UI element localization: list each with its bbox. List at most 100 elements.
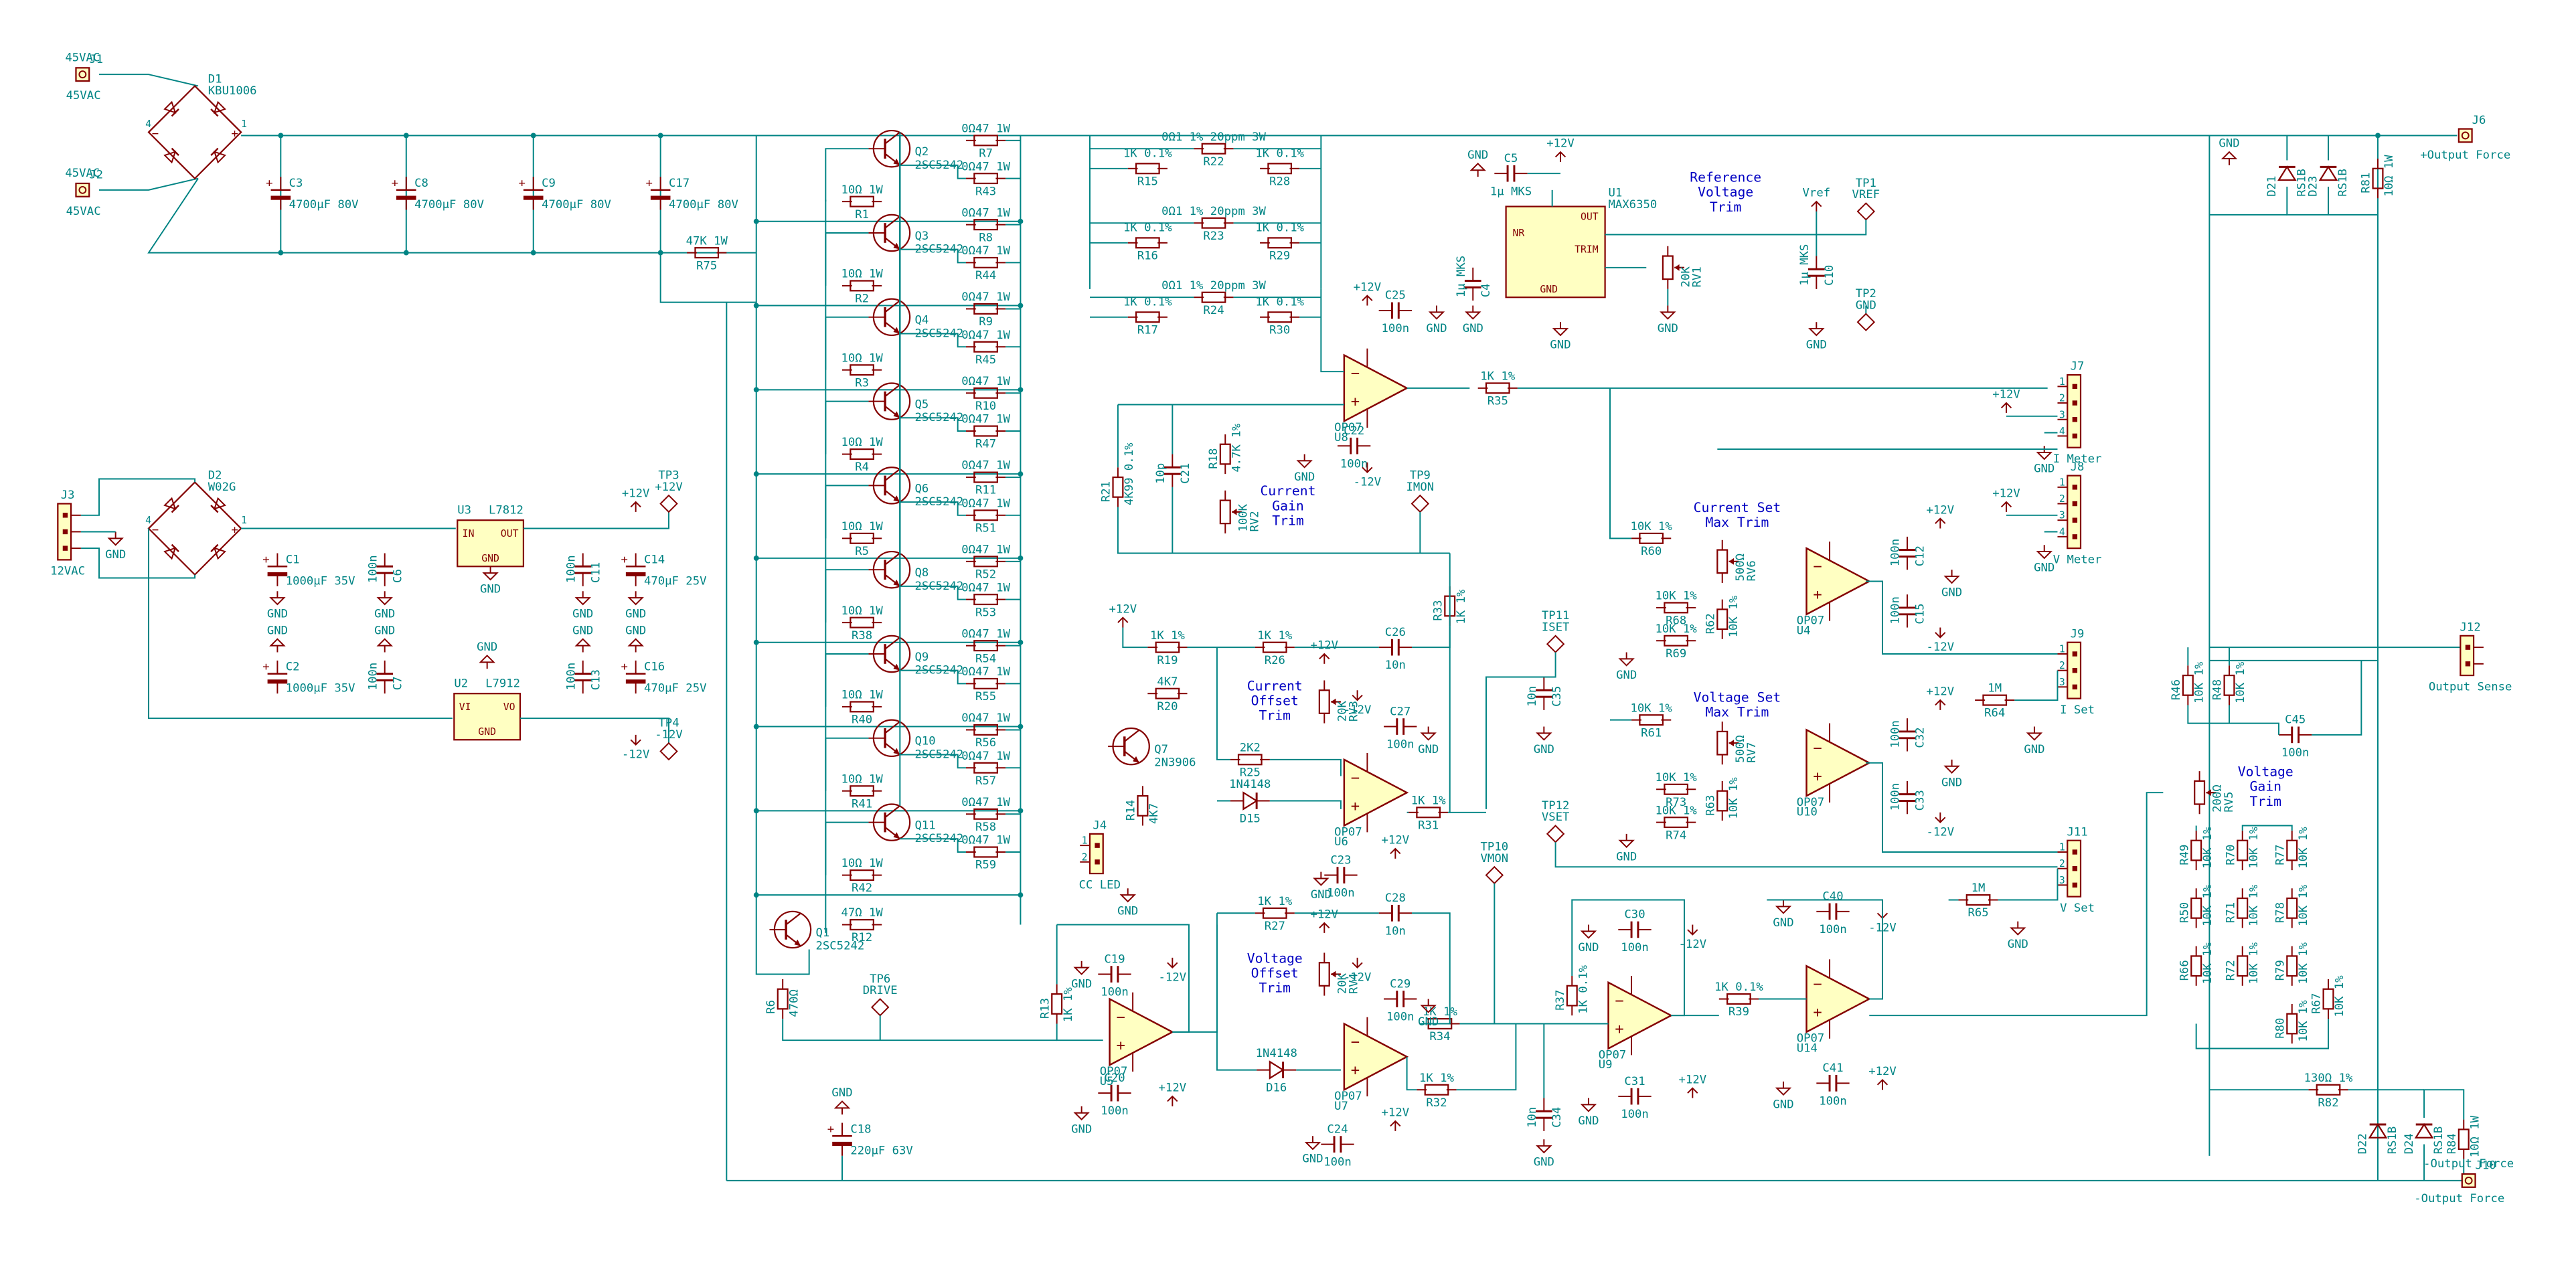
resistor-value: 1K 0.1% [1255,222,1304,235]
resistor-value: 1K 0.1% [1714,981,1763,994]
inverting-input: − [1351,1033,1360,1051]
power-label: +12V [1679,1073,1707,1086]
testpoint-tp3: TP3+12V [655,469,683,513]
resistor-ref: R40 [852,713,872,727]
resistor-r26: 1K 1%R26 [1255,629,1295,667]
resistor-r74: 10K 1%R74 [1656,804,1698,842]
resistor-value: 47Ω 1W [841,906,883,920]
testpoint-value: VSET [1542,811,1570,824]
resistor-ref: R84 [2445,1133,2459,1154]
resistor-ref: R74 [1666,829,1686,842]
resistor-ref: R51 [975,521,996,535]
ground-label: GND [1773,916,1793,930]
resistor-value: 0Ω47 1W [961,543,1010,557]
opamp-value: OP07 [1100,1065,1128,1078]
power-pos-flag: +12V [1927,503,1955,529]
capacitor-value: 100n [1819,1094,1847,1108]
wire [900,164,966,179]
ground-label: GND [267,624,288,637]
resistor-ref: R2 [855,292,869,306]
ground-label: GND [572,624,593,637]
connector-ref: J4 [1093,819,1107,832]
resistor-ref: R70 [2224,845,2237,865]
connector-value: 45VAC [66,89,101,102]
inverting-input: − [1813,976,1822,993]
bridge-diode [163,100,179,117]
ground-label: GND [831,1086,852,1100]
resistor-ref: R59 [975,859,996,872]
resistor-ref: R7 [979,147,993,161]
regulator-ref: U2 [454,677,468,690]
pin-number: 2 [2059,858,2065,869]
resistor-ref: R66 [2178,960,2191,981]
ground-symbol: GND [1294,454,1315,484]
shunt-label: 1K 0.1% [1255,222,1304,235]
power-pos-flag: +12V [1868,1065,1897,1090]
polarity-mark: + [266,177,272,190]
pin-number: 4 [145,515,151,526]
resistor-r73: 10K 1%R73 [1656,771,1698,809]
opamp-ref: U8 [1334,431,1348,444]
resistor-ref: R75 [696,259,717,272]
inverting-input: − [1615,992,1623,1009]
power-pos-flag: +12V [1159,1082,1186,1106]
ground-label: GND [1616,850,1637,863]
polarity-mark: + [621,553,627,566]
wire [900,417,966,432]
resistor-ref: R33 [1431,600,1445,621]
resistor-value: 0Ω47 1W [961,834,1010,847]
junction-dot [2375,133,2381,139]
wire [148,528,453,720]
resistor-value: 10K 1% [1727,777,1741,819]
power-label: +12V [1927,503,1955,517]
ground-symbol: GND [572,624,593,653]
capacitor-ref: C25 [1385,289,1406,303]
pin-name: GND [481,553,499,564]
ground-label: GND [1941,776,1962,789]
wire [1866,580,2058,655]
trimmer-ref: RV5 [2223,792,2236,813]
wire [900,248,966,264]
resistor-ref: R46 [2170,679,2183,700]
wire [1056,1023,1103,1041]
power-neg-flag: -12V [1927,627,1955,654]
capacitor-ref: C23 [1330,853,1351,867]
capacitor-ref: C5 [1504,152,1518,165]
ground-label: GND [374,624,395,637]
transistor-ref: Q5 [915,398,929,411]
junction-dot [278,250,284,256]
noninverting-input: + [1813,768,1822,785]
capacitor-value: 100n [2281,746,2310,760]
resistor-ref: R73 [1666,796,1686,809]
resistor-ref: R3 [855,376,869,390]
transistor-ref: Q10 [915,735,936,748]
junction-dot [753,639,759,645]
trimmer-ref: RV7 [1745,742,1759,763]
resistor-ref: R1 [855,208,869,222]
capacitor-value: 10n [1526,1107,1539,1128]
resistor-r69: 10K 1%R69 [1656,622,1698,661]
resistor-value: 10K 1% [2247,942,2261,984]
resistor-value: 10K 1% [1727,595,1741,637]
power-label: -12V [1927,641,1955,654]
wire [900,754,966,769]
